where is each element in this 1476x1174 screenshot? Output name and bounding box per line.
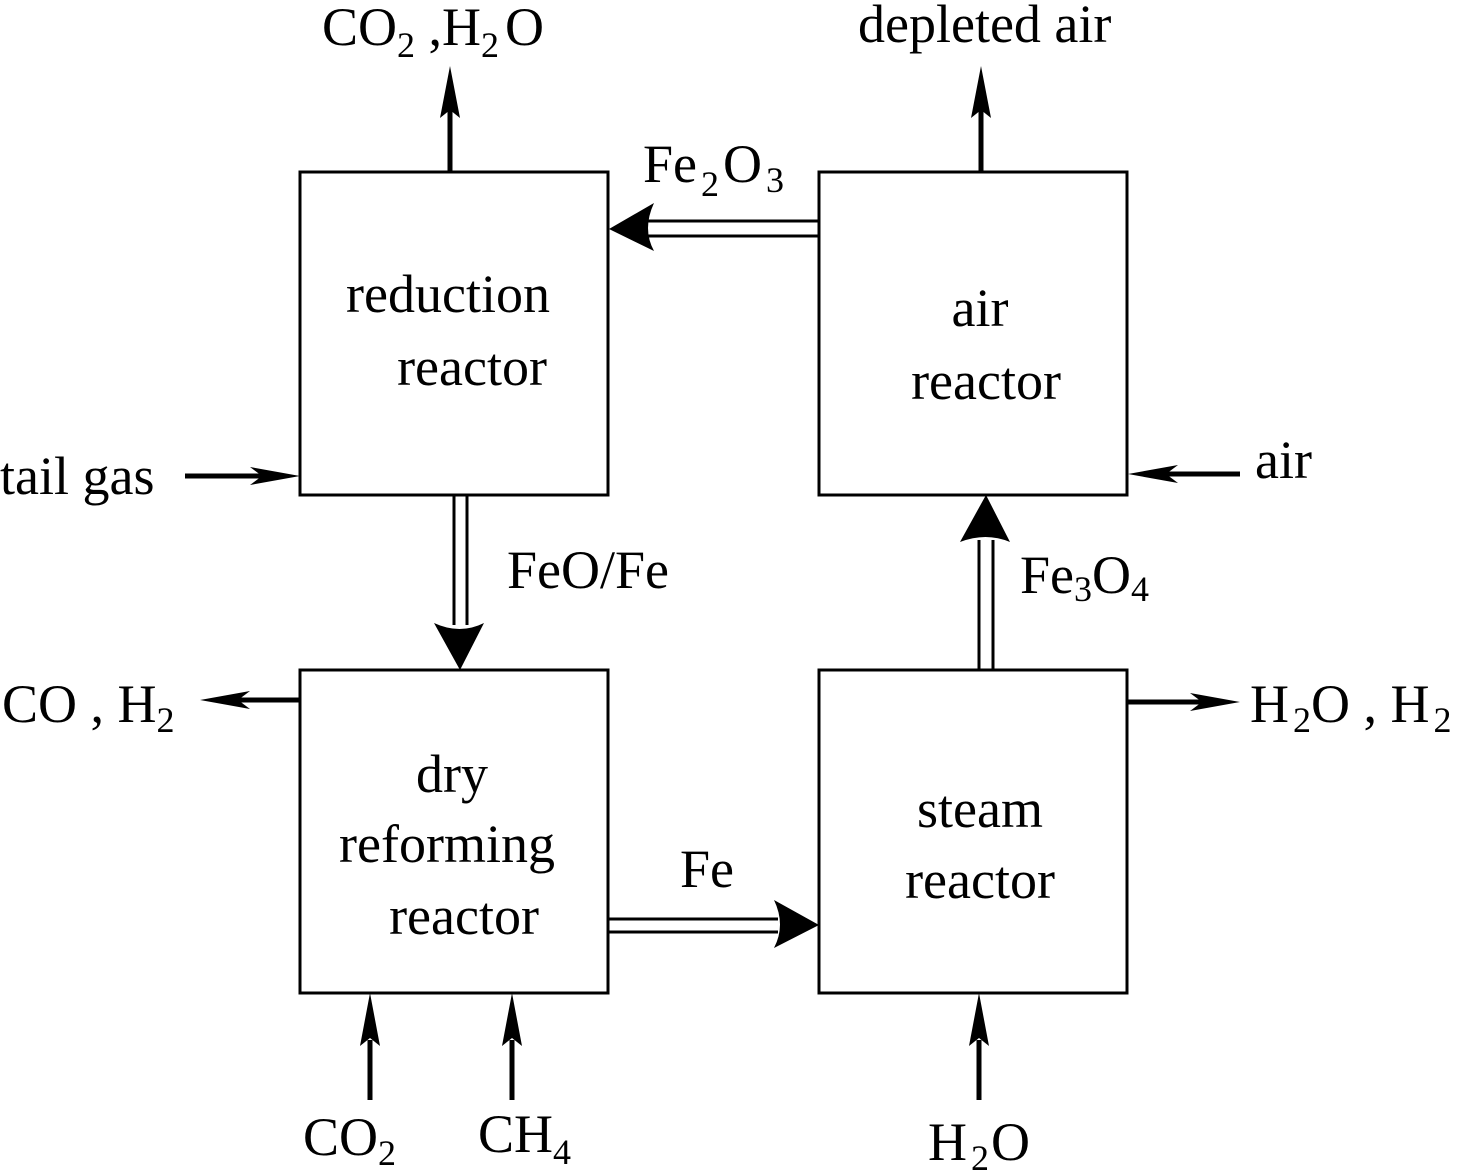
air-outlet-arrow [971, 66, 991, 172]
co2-inlet-arrow [360, 993, 380, 1100]
arrowhead-left-icon [1128, 465, 1178, 483]
arrowhead-up-icon [969, 993, 989, 1046]
reduction-reactor-box [298, 170, 610, 497]
arrowhead-up-icon [440, 66, 460, 118]
arrowhead-left-icon [609, 203, 654, 251]
arrowhead-right-icon [250, 467, 300, 485]
dry-reforming-reactor: dry reforming reactor [298, 668, 610, 995]
h2o-inlet-arrow [969, 993, 989, 1100]
fe3o4-label: Fe3O4 [1020, 545, 1149, 609]
steam-reactor: steam reactor [817, 668, 1129, 995]
arrowhead-up-icon [502, 993, 522, 1046]
air-inlet-label: air [1255, 430, 1312, 490]
steam-reactor-label-line2: reactor [905, 850, 1055, 910]
fe-transfer-arrow [608, 900, 819, 948]
reduction-reactor-label-line2: reactor [397, 337, 547, 397]
tail-gas-inlet-arrow [185, 467, 300, 485]
arrowhead-left-icon [200, 691, 250, 709]
air-reactor-label-line1: air [952, 278, 1009, 338]
ch4-inlet-label: CH4 [478, 1104, 571, 1172]
ch4-inlet-arrow [502, 993, 522, 1100]
tail-gas-label: tail gas [0, 446, 154, 506]
air-inlet-arrow [1128, 465, 1240, 483]
steam-outlet-arrow [1127, 693, 1240, 711]
co2-inlet-label: CO2 [303, 1107, 396, 1173]
dry-reforming-reactor-box [298, 668, 610, 995]
reduction-reactor-label-line1: reduction [346, 264, 550, 324]
reduction-outlet-arrow [440, 66, 460, 172]
steam-reactor-box [817, 668, 1129, 995]
arrowhead-up-icon [971, 66, 991, 118]
fe3o4-transfer-arrow [960, 495, 1010, 670]
arrowhead-up-icon [960, 495, 1010, 542]
dry-reforming-reactor-label-line3: reactor [389, 886, 539, 946]
arrowhead-down-icon [434, 623, 484, 670]
arrowhead-up-icon [360, 993, 380, 1046]
air-reactor: air reactor [817, 170, 1129, 497]
feo-fe-label: FeO/Fe [507, 540, 669, 600]
fe2o3-transfer-arrow [609, 203, 819, 251]
arrowhead-right-icon [1190, 693, 1240, 711]
air-reactor-box [817, 170, 1129, 497]
dry-reforming-reactor-label-line2: reforming [339, 814, 555, 874]
air-reactor-label-line2: reactor [911, 351, 1061, 411]
reduction-reactor: reduction reactor [298, 170, 610, 497]
arrowhead-right-icon [774, 900, 819, 948]
dry-reforming-reactor-label-line1: dry [416, 744, 488, 804]
feo-fe-transfer-arrow [434, 495, 484, 670]
steam-reactor-label-line1: steam [917, 779, 1043, 839]
fe-label: Fe [680, 839, 734, 899]
air-outlet-label: depleted air [858, 0, 1111, 54]
dry-reforming-outlet-label: CO , H2 [2, 674, 175, 740]
dry-reforming-outlet-arrow [200, 691, 300, 709]
